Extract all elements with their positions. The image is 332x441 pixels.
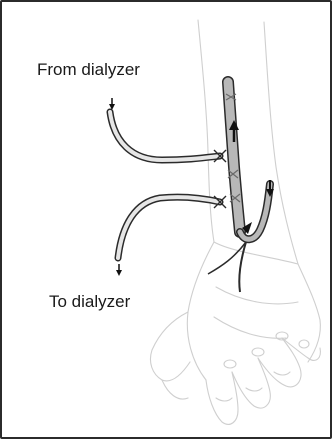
arrow-down-icon bbox=[109, 98, 115, 110]
arrow-down-icon bbox=[116, 264, 122, 276]
blood-vessel bbox=[208, 82, 270, 292]
to-dialyzer-label: To dialyzer bbox=[49, 292, 130, 312]
from-dialyzer-label: From dialyzer bbox=[37, 60, 140, 80]
tube-from-dialyzer bbox=[110, 112, 226, 162]
